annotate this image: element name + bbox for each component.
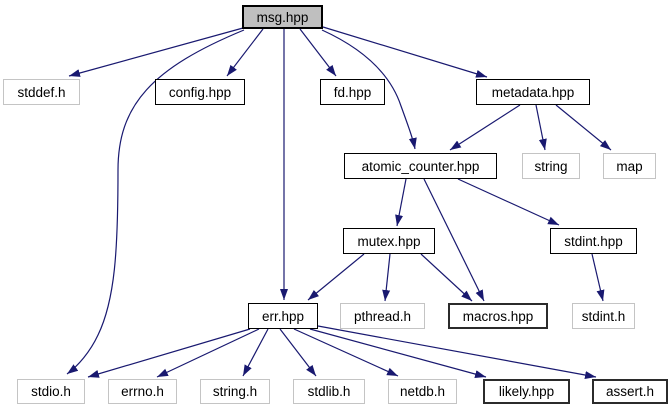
node-stdint-h: stdint.h [572,303,635,329]
node-atomic-counter-hpp[interactable]: atomic_counter.hpp [344,153,497,179]
node-mutex-hpp[interactable]: mutex.hpp [343,228,435,254]
edge-stdint.hpp-to-stdint.h [591,253,605,302]
node-likely-hpp[interactable]: likely.hpp [483,379,570,404]
node-err-hpp[interactable]: err.hpp [248,303,318,329]
edge-msg.hpp-to-config.hpp [226,28,264,77]
edge-err.hpp-to-string.h [242,328,269,377]
edge-atomic_counter.hpp-to-mutex.hpp [395,178,407,227]
edge-msg.hpp-to-atomic_counter.hpp [321,29,417,150]
edge-mutex.hpp-to-pthread.h [382,253,391,302]
node-netdb-h: netdb.h [388,379,457,404]
edge-msg.hpp-to-stdio.h [66,29,245,375]
node-string: string [522,153,580,179]
edge-atomic_counter.hpp-to-stdint.hpp [457,178,560,226]
node-map: map [603,153,656,179]
edge-err.hpp-to-errno.h [156,328,260,378]
edge-atomic_counter.hpp-to-macros.hpp [423,178,485,302]
node-stdlib-h: stdlib.h [293,379,365,404]
edge-metadata.hpp-to-map [555,104,612,151]
node-pthread-h: pthread.h [340,303,425,329]
edge-err.hpp-to-likely.hpp [309,328,487,378]
node-assert-h[interactable]: assert.h [592,379,668,404]
node-stdint-hpp[interactable]: stdint.hpp [550,228,637,254]
node-config-hpp[interactable]: config.hpp [155,79,245,105]
node-msg-hpp: msg.hpp [242,5,323,29]
edge-msg.hpp-to-fd.hpp [299,28,337,77]
edge-err.hpp-to-netdb.h [293,328,399,377]
node-stdio-h: stdio.h [17,379,85,404]
node-metadata-hpp[interactable]: metadata.hpp [476,79,590,105]
edge-err.hpp-to-assert.h [317,325,597,379]
edge-mutex.hpp-to-err.hpp [307,253,365,301]
edge-metadata.hpp-to-string [535,104,547,151]
node-string-h: string.h [200,379,270,404]
node-stddef-h: stddef.h [3,79,80,105]
edge-mutex.hpp-to-macros.hpp [420,253,473,302]
edge-metadata.hpp-to-atomic_counter.hpp [449,104,521,151]
node-macros-hpp[interactable]: macros.hpp [448,303,548,329]
node-errno-h: errno.h [108,379,177,404]
edge-err.hpp-to-stdlib.h [279,328,317,377]
edge-msg.hpp-to-metadata.hpp [322,26,488,78]
node-fd-hpp[interactable]: fd.hpp [320,79,385,105]
edge-msg.hpp-to-stddef.h [68,27,244,77]
edge-err.hpp-to-stdio.h [87,328,251,378]
